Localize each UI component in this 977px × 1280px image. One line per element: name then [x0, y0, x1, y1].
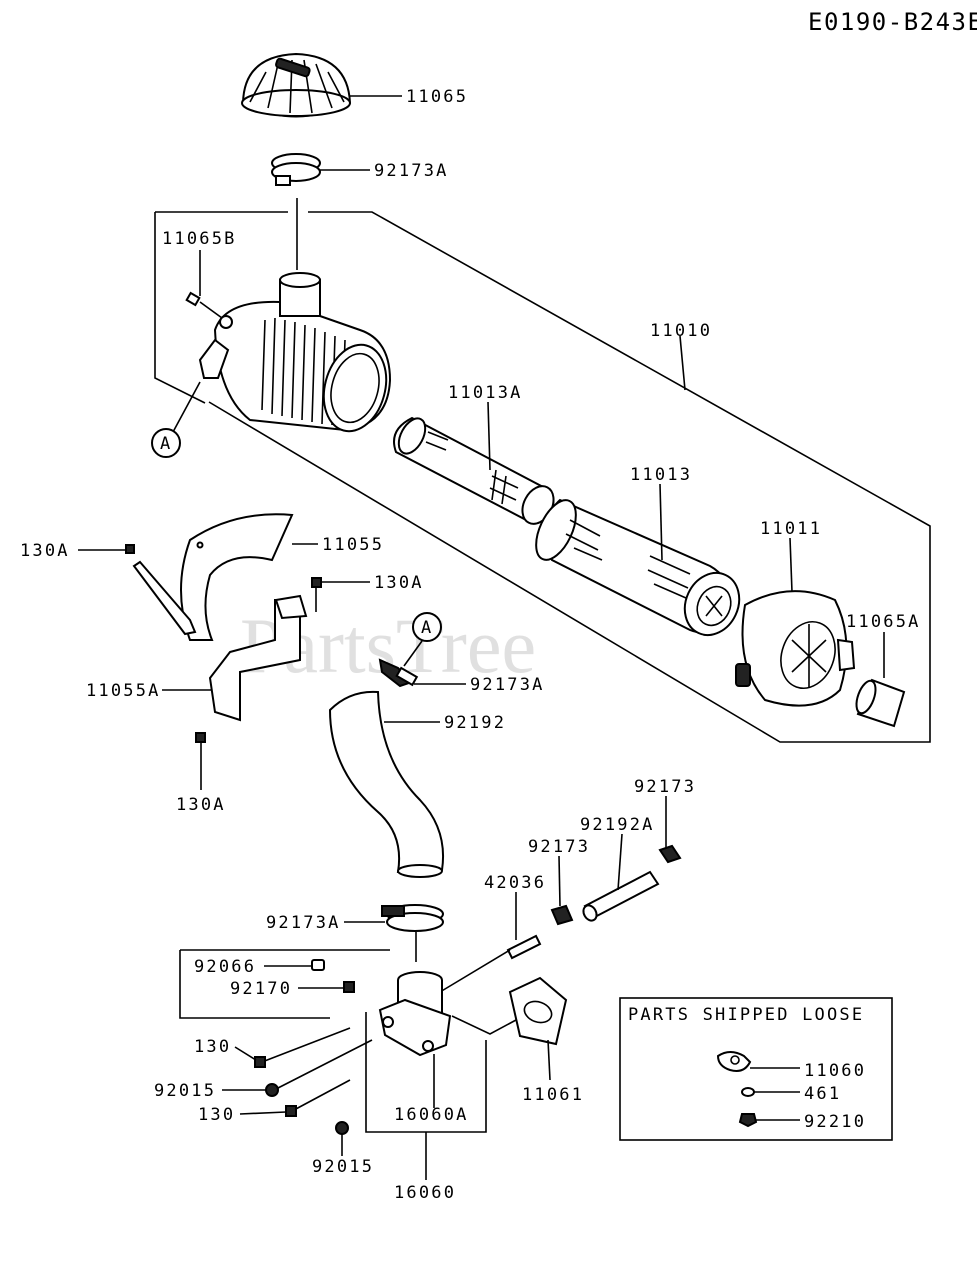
manifold-gasket: [508, 976, 568, 1046]
label-92173A-top: 92173A: [374, 161, 449, 181]
label-130A-bottom: 130A: [176, 795, 226, 815]
evacuator-valve: [855, 678, 906, 728]
callout-a-middle: A: [421, 618, 433, 638]
label-92173A-mid: 92173A: [470, 675, 545, 695]
parts-shipped-loose-box: PARTS SHIPPED LOOSE: [619, 997, 893, 1141]
air-cleaner-body: [198, 272, 392, 433]
label-11065A: 11065A: [846, 612, 921, 632]
label-92173-right: 92173: [634, 777, 696, 797]
loose-box-title: PARTS SHIPPED LOOSE: [628, 1005, 864, 1025]
air-cleaner-bracket: [132, 513, 308, 722]
nut-92015-left: [265, 1083, 279, 1097]
label-11065: 11065: [406, 87, 468, 107]
breather-hose-assembly: [506, 844, 682, 960]
bolt-130-lower: [285, 1079, 351, 1117]
label-92192A: 92192A: [580, 815, 655, 835]
bolt-130-upper: [254, 1027, 351, 1068]
label-11065B: 11065B: [162, 229, 237, 249]
label-42036: 42036: [484, 873, 546, 893]
middle-hose-clamp: [378, 658, 419, 688]
label-92015-bottom: 92015: [312, 1157, 374, 1177]
label-92066: 92066: [194, 957, 256, 977]
label-11061: 11061: [522, 1085, 584, 1105]
label-130-lower: 130: [198, 1105, 235, 1125]
label-92210: 92210: [804, 1112, 866, 1132]
label-92170: 92170: [230, 979, 292, 999]
label-11055A: 11055A: [86, 681, 161, 701]
label-16060: 16060: [394, 1183, 456, 1203]
air-cleaner-end-cap: [735, 590, 856, 707]
plug-92066: [311, 959, 325, 971]
label-11060: 11060: [804, 1061, 866, 1081]
label-92173-middle: 92173: [528, 837, 590, 857]
diagram-code: E0190-B243E: [808, 8, 977, 36]
inner-filter-element: [393, 416, 555, 525]
label-92015-left: 92015: [154, 1081, 216, 1101]
nut-92015-bottom: [335, 1121, 349, 1135]
top-hose-clamp: [271, 153, 321, 186]
air-cleaner-cap: [241, 52, 352, 118]
callout-a-left: A: [160, 434, 172, 454]
intake-elbow: [378, 971, 452, 1057]
label-461: 461: [804, 1084, 841, 1104]
label-130A-left: 130A: [20, 541, 70, 561]
nut-92170: [343, 981, 355, 993]
label-11013A: 11013A: [448, 383, 523, 403]
label-130A-right: 130A: [374, 573, 424, 593]
label-11010: 11010: [650, 321, 712, 341]
label-16060A: 16060A: [394, 1105, 469, 1125]
label-11055: 11055: [322, 535, 384, 555]
label-92192: 92192: [444, 713, 506, 733]
lower-hose-clamp: [381, 904, 444, 932]
outer-filter-element: [535, 498, 741, 637]
label-11013: 11013: [630, 465, 692, 485]
label-92173A-low: 92173A: [266, 913, 341, 933]
label-130-upper: 130: [194, 1037, 231, 1057]
air-intake-hose: [328, 690, 444, 878]
label-11011: 11011: [760, 519, 822, 539]
